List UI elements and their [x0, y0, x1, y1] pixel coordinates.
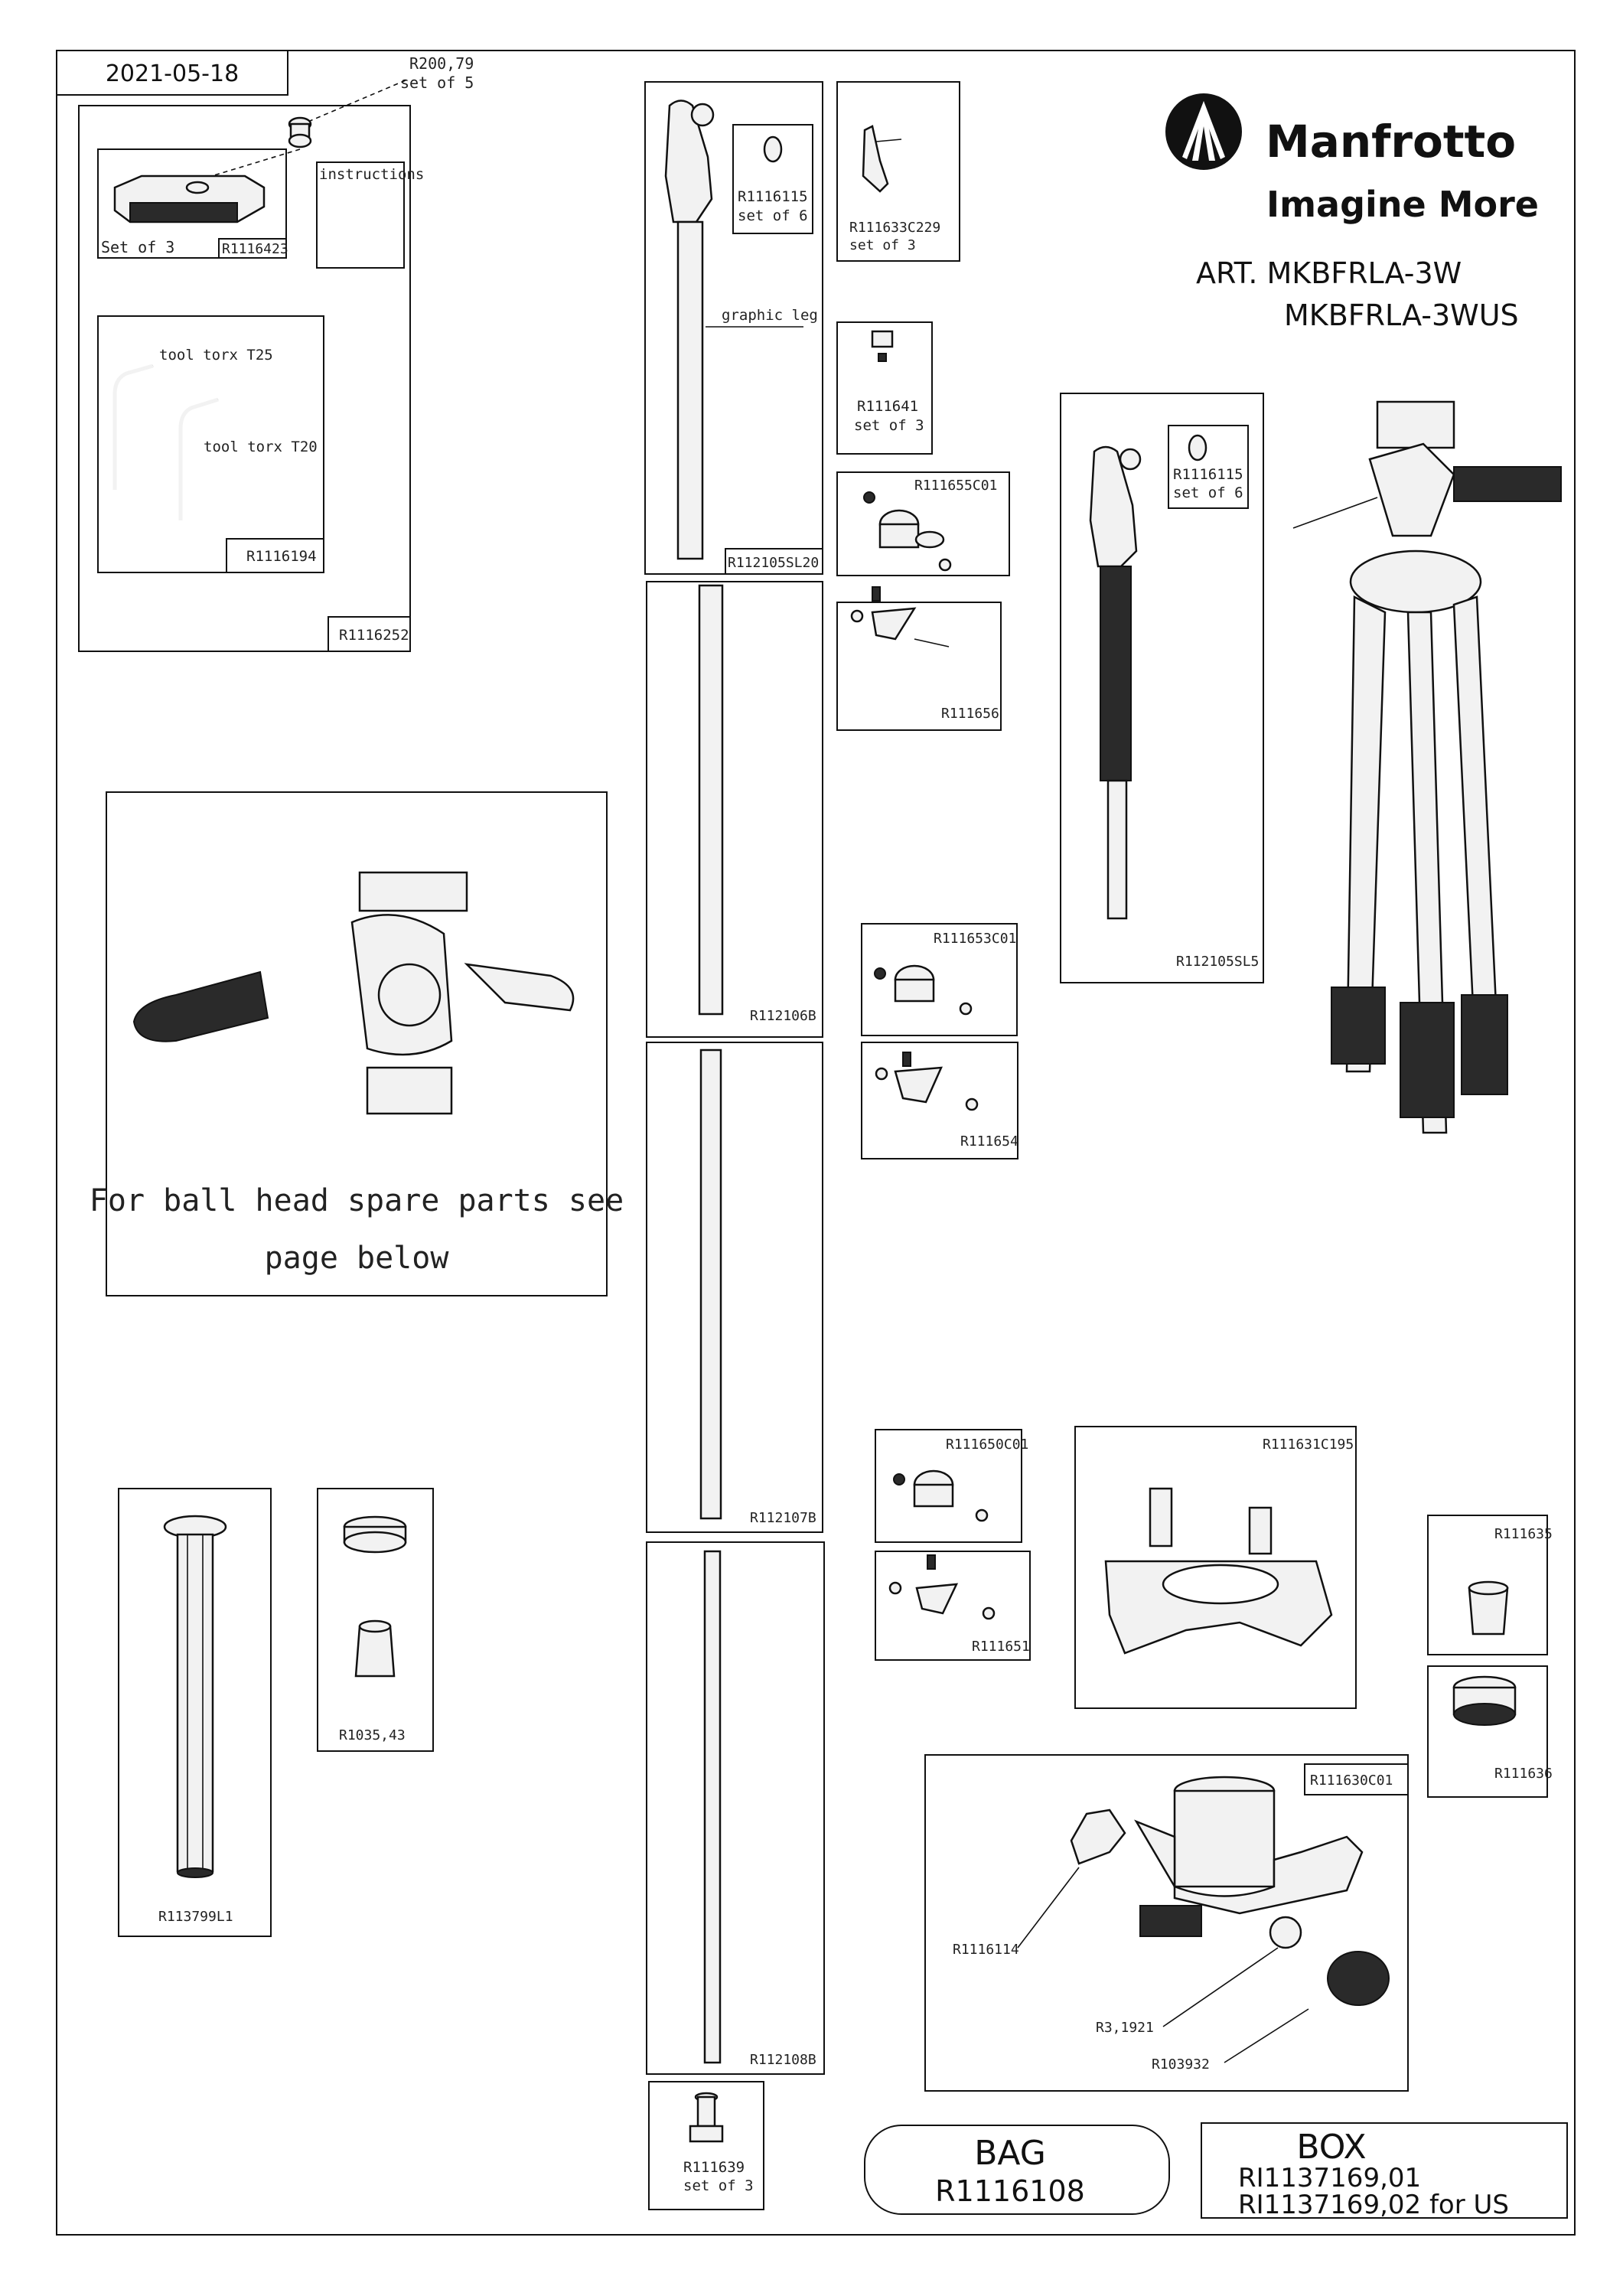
box-code-2: RI1137169,02 for US: [1238, 2190, 1509, 2220]
label-r111636: R111636: [1494, 1766, 1553, 1782]
ball-head-note-2: page below: [265, 1241, 450, 1276]
clamp-r111654: R111654: [861, 1042, 1018, 1159]
leg-r112105sl5: R1116115 set of 6 R112105SL5: [1060, 393, 1264, 983]
part-r111639: R111639 set of 3: [648, 2081, 764, 2210]
label-r113799l1: R113799L1: [158, 1909, 233, 1925]
ball-head-box: For ball head spare parts see page below: [90, 791, 624, 1296]
part-r1035-43: R1035,43: [317, 1488, 434, 1752]
label-r200-79: R200,79: [409, 54, 474, 73]
label-r111656: R111656: [941, 706, 999, 722]
date-box: 2021-05-18: [56, 50, 288, 96]
label-r112105sl20: R112105SL20: [728, 555, 819, 571]
label-r1116115: R1116115: [738, 188, 808, 205]
clamp-r111653c01: R111653C01: [861, 923, 1018, 1036]
kit-box-r1116252: R200,79 set of 5 Set of 3 R1116423 instr…: [78, 54, 474, 652]
label-r111631c195: R111631C195: [1263, 1437, 1354, 1453]
ball-head-note-1: For ball head spare parts see: [90, 1183, 624, 1218]
box-box: BOX RI1137169,01 RI1137169,02 for US: [1201, 2122, 1568, 2220]
manfrotto-logo: Manfrotto Imagine More: [1165, 93, 1539, 225]
leg-r112107b: R112107B: [646, 1042, 823, 1533]
box-title: BOX: [1296, 2128, 1366, 2167]
part-r111633c229: R111633C229 set of 3: [836, 81, 960, 262]
leg-r112106b: R112106B: [646, 581, 823, 1038]
label-graphic-leg: graphic leg: [722, 307, 818, 324]
base-r111630c01: R111630C01 R1116114 R3,1921 R103932: [924, 1754, 1409, 2092]
brand-name: Manfrotto: [1266, 116, 1516, 168]
label-r111641: R111641: [857, 398, 918, 415]
bag-title: BAG: [974, 2134, 1046, 2173]
label-instructions: instructions: [319, 166, 424, 183]
label-r112108b: R112108B: [750, 2052, 816, 2068]
label-r112106b: R112106B: [750, 1008, 816, 1024]
label-r1116194: R1116194: [246, 548, 317, 565]
part-r111636: R111636: [1427, 1665, 1553, 1798]
clamp-r111655c01: R111655C01: [836, 471, 1010, 576]
label-r111635: R111635: [1494, 1526, 1553, 1542]
label-r1116114: R1116114: [953, 1942, 1019, 1958]
part-r111641: R111641 set of 3: [836, 321, 933, 455]
label-r112107b: R112107B: [750, 1510, 816, 1526]
label-r112105sl5: R112105SL5: [1176, 954, 1259, 970]
label-set-of-6: set of 6: [738, 207, 808, 224]
bag-box: BAG R1116108: [864, 2125, 1170, 2215]
label-r3-1921: R3,1921: [1096, 2020, 1154, 2036]
page-frame: [56, 50, 1576, 2236]
label-r111655c01: R111655C01: [914, 478, 997, 494]
spider-r111631c195: R111631C195: [1074, 1426, 1357, 1709]
label-r1116423: R1116423: [222, 241, 288, 257]
article-code-1: ART. MKBFRLA-3W: [1196, 256, 1462, 290]
label-r111650c01: R111650C01: [946, 1437, 1028, 1453]
label-set-of-3: Set of 3: [101, 238, 174, 256]
label-r111651: R111651: [972, 1639, 1030, 1655]
label-set-of-3-a: set of 3: [849, 237, 916, 253]
label-r1035-43: R1035,43: [339, 1727, 406, 1743]
date-text: 2021-05-18: [106, 60, 239, 87]
label-r111654: R111654: [960, 1133, 1018, 1150]
label-set-of-5: set of 5: [400, 73, 474, 92]
label-r111653c01: R111653C01: [934, 931, 1016, 947]
label-r1116115-b: R1116115: [1173, 466, 1243, 483]
label-set-of-6-b: set of 6: [1173, 484, 1243, 501]
label-set-of-3-b: set of 3: [854, 417, 924, 434]
leg-r112108b: R112108B: [646, 1541, 825, 2075]
brand-tagline: Imagine More: [1266, 184, 1539, 225]
article-code-2: MKBFRLA-3WUS: [1284, 298, 1519, 332]
tripod-illustration: [1292, 400, 1562, 1134]
leg-r112105sl20: graphic leg R1116115 set of 6 R112105SL2…: [644, 81, 823, 575]
bag-code: R1116108: [935, 2174, 1085, 2208]
label-r111630c01: R111630C01: [1310, 1773, 1393, 1789]
label-set-of-3-c: set of 3: [683, 2177, 754, 2194]
clamp-r111651: R111651: [875, 1551, 1031, 1661]
label-tool-t20: tool torx T20: [204, 439, 318, 455]
label-r111633c229: R111633C229: [849, 220, 940, 236]
column-r113799l1: R113799L1: [118, 1488, 272, 1937]
label-tool-t25: tool torx T25: [159, 347, 273, 364]
part-r111635: R111635: [1427, 1515, 1553, 1655]
label-r1116252: R1116252: [339, 627, 409, 644]
box-code-1: RI1137169,01: [1238, 2163, 1421, 2193]
label-r111639: R111639: [683, 2159, 745, 2176]
clamp-r111650c01: R111650C01: [875, 1429, 1028, 1543]
label-r103932: R103932: [1152, 2056, 1210, 2073]
clamp-r111656: R111656: [836, 586, 1002, 731]
